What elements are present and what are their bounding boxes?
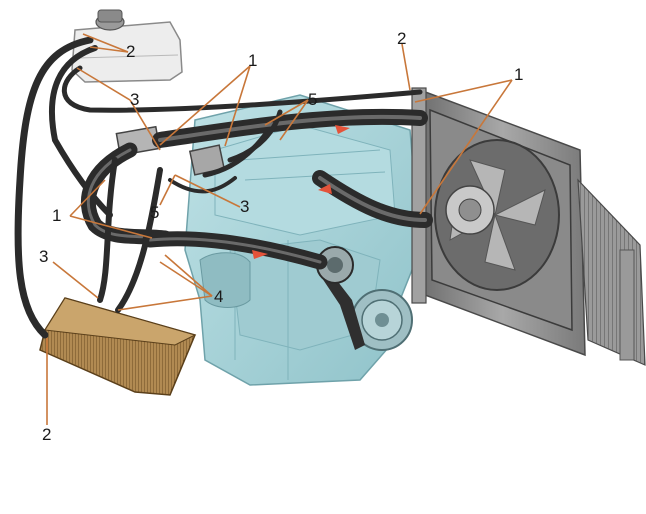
callout-4: 4 <box>214 287 223 306</box>
callout-1-right: 1 <box>514 65 523 84</box>
water-pump <box>316 246 354 284</box>
drive-belt <box>318 265 365 350</box>
callout-1-left: 1 <box>52 206 61 225</box>
callout-2-tank: 2 <box>126 42 135 61</box>
exhaust-manifold <box>199 252 251 308</box>
callout-3-center: 3 <box>240 197 249 216</box>
leader-lines <box>46 33 513 425</box>
callout-5-top: 5 <box>308 90 317 109</box>
callout-3-tank: 3 <box>130 90 139 109</box>
callout-2-radiator: 2 <box>397 29 406 48</box>
callout-2-heater: 2 <box>42 425 51 444</box>
callout-3-left: 3 <box>39 247 48 266</box>
flow-arrow-upper <box>335 125 350 134</box>
flow-arrow-return <box>318 184 332 194</box>
flow-arrow-pump <box>252 250 268 259</box>
callout-5-left: 5 <box>150 203 159 222</box>
flow-arrows <box>252 125 350 259</box>
coolant-hoses <box>14 36 433 339</box>
callout-1-top: 1 <box>248 51 257 70</box>
heater-core <box>39 297 197 396</box>
callout-labels: 1 1 1 2 2 2 3 3 3 4 5 5 <box>39 29 523 444</box>
cooling-fan <box>445 159 546 271</box>
